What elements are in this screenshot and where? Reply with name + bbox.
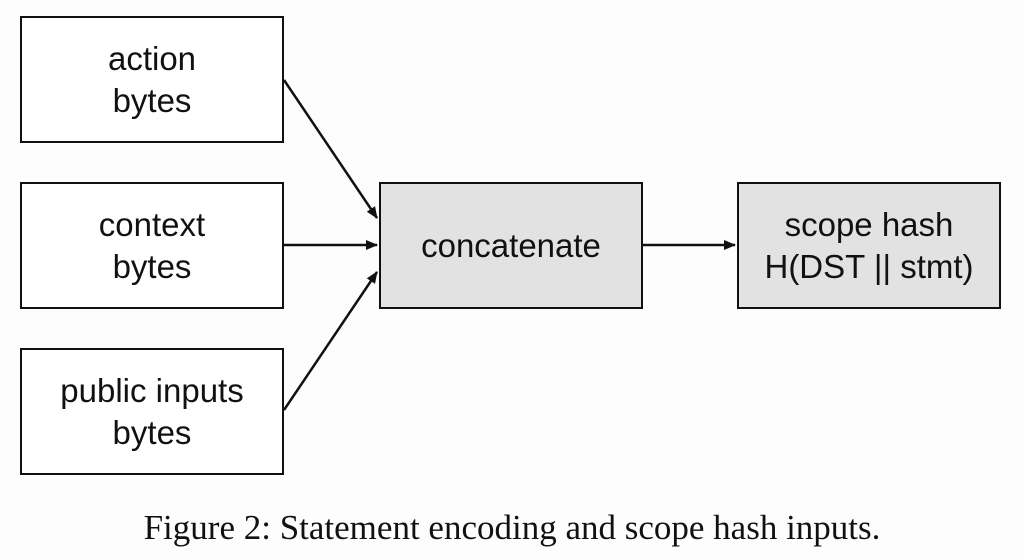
figure-caption: Figure 2: Statement encoding and scope h…	[143, 508, 881, 547]
node-context-bytes: context bytes	[20, 182, 284, 309]
node-label: concatenate	[421, 226, 601, 264]
node-scope-hash: scope hash H(DST || stmt)	[737, 182, 1001, 309]
node-public-inputs-bytes: public inputs bytes	[20, 348, 284, 475]
node-label: bytes	[112, 81, 192, 119]
edge-action-to-concatenate	[282, 79, 379, 219]
edge-public-inputs-to-concatenate	[282, 271, 379, 411]
node-label: H(DST || stmt)	[764, 247, 974, 285]
node-label: public inputs	[60, 371, 244, 409]
node-label: bytes	[112, 413, 192, 451]
node-action-bytes: action bytes	[20, 16, 284, 143]
node-label: bytes	[112, 247, 192, 285]
node-label: scope hash	[784, 205, 954, 243]
node-concatenate: concatenate	[379, 182, 643, 309]
node-label: action	[107, 39, 197, 77]
node-label: context	[98, 205, 206, 243]
